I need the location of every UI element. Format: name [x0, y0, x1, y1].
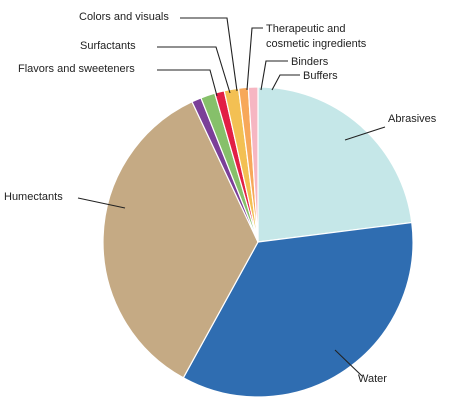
leader-line-binders [260, 60, 288, 91]
slice-label-buffers: Buffers [303, 70, 338, 82]
pie-slice-abrasives [257, 86, 413, 243]
leader-lines [77, 17, 386, 377]
leader-line-flavors-and-sweeteners [157, 69, 218, 97]
slice-label-water: Water [358, 373, 387, 385]
slice-label-flavors-and-sweeteners: Flavors and sweeteners [18, 63, 135, 75]
slice-label-surfactants: Surfactants [80, 40, 136, 52]
leader-line-buffers [271, 74, 300, 91]
slice-label-humectants: Humectants [4, 191, 63, 203]
pie-slice-humectants [102, 100, 259, 379]
leader-line-humectants [77, 197, 126, 209]
slice-label-colors-and-visuals: Colors and visuals [79, 11, 169, 23]
pie-slice-water [182, 221, 414, 398]
leader-line-surfactants [157, 46, 231, 94]
pie-slices [102, 86, 414, 398]
leader-line-abrasives [344, 126, 386, 141]
leader-line-colors-and-visuals [180, 17, 238, 92]
slice-label-abrasives: Abrasives [388, 113, 437, 125]
pie-slice-buffers [247, 86, 259, 243]
leader-line-therapeutic-and-cosmetic-ingredients [246, 27, 263, 91]
leader-line-water [334, 349, 363, 377]
slice-label-binders: Binders [291, 56, 329, 68]
